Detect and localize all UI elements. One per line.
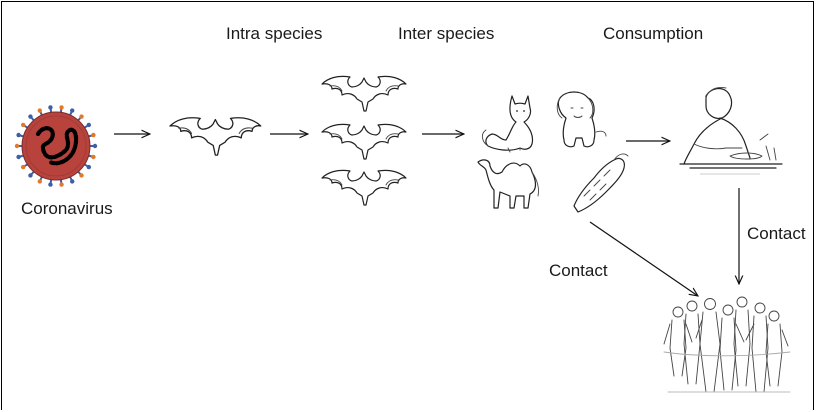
virus-spike-tip: [91, 154, 96, 160]
virus-spike-tip: [59, 182, 64, 187]
virus-spike-tip: [70, 179, 75, 184]
coronavirus-icon: [14, 105, 98, 187]
virus-spike-tip: [79, 114, 84, 119]
label-coronavirus: Coronavirus: [21, 199, 113, 218]
virus-spike-tip: [14, 143, 20, 149]
bat-group: [321, 75, 407, 206]
virus-spike-tip: [70, 108, 75, 113]
virus-spike-tip: [37, 179, 42, 184]
bat-icon: [321, 75, 407, 112]
virus-spike-tip: [86, 122, 92, 128]
camel-icon: [477, 159, 539, 209]
label-consumption: Consumption: [603, 24, 704, 43]
person-eating-icon: [679, 87, 783, 175]
virus-body: [21, 111, 91, 181]
virus-spike-tip: [48, 105, 53, 110]
virus-spike-tip: [86, 164, 92, 170]
virus-spike-tip: [28, 114, 33, 119]
bat-icon: [169, 117, 262, 156]
label-inter-species: Inter species: [398, 24, 495, 43]
label-intra-species: Intra species: [226, 24, 323, 43]
pangolin-icon: [573, 153, 629, 213]
virus-spike-tip: [79, 173, 84, 178]
cat-icon: [481, 95, 534, 153]
virus-spike-tip: [28, 173, 33, 178]
virus-spike-tip: [37, 108, 42, 113]
virus-spike-tip: [16, 154, 21, 160]
bat-icon: [321, 123, 407, 160]
virus-spike-tip: [48, 182, 53, 187]
crowd-icon: [663, 296, 791, 393]
virus-spike-tip: [16, 132, 21, 138]
virus-spike-tip: [59, 105, 64, 110]
virus-spike-tip: [20, 164, 26, 170]
arrow-animals-to-crowd: [589, 221, 698, 296]
virus-spike-tip: [20, 122, 26, 128]
bat-icon: [321, 169, 407, 206]
label-contact-right: Contact: [747, 224, 806, 243]
dog-icon: [556, 91, 607, 148]
label-contact-left: Contact: [549, 261, 608, 280]
virus-spike-tip: [91, 132, 96, 138]
virus-spike-tip: [92, 143, 98, 149]
